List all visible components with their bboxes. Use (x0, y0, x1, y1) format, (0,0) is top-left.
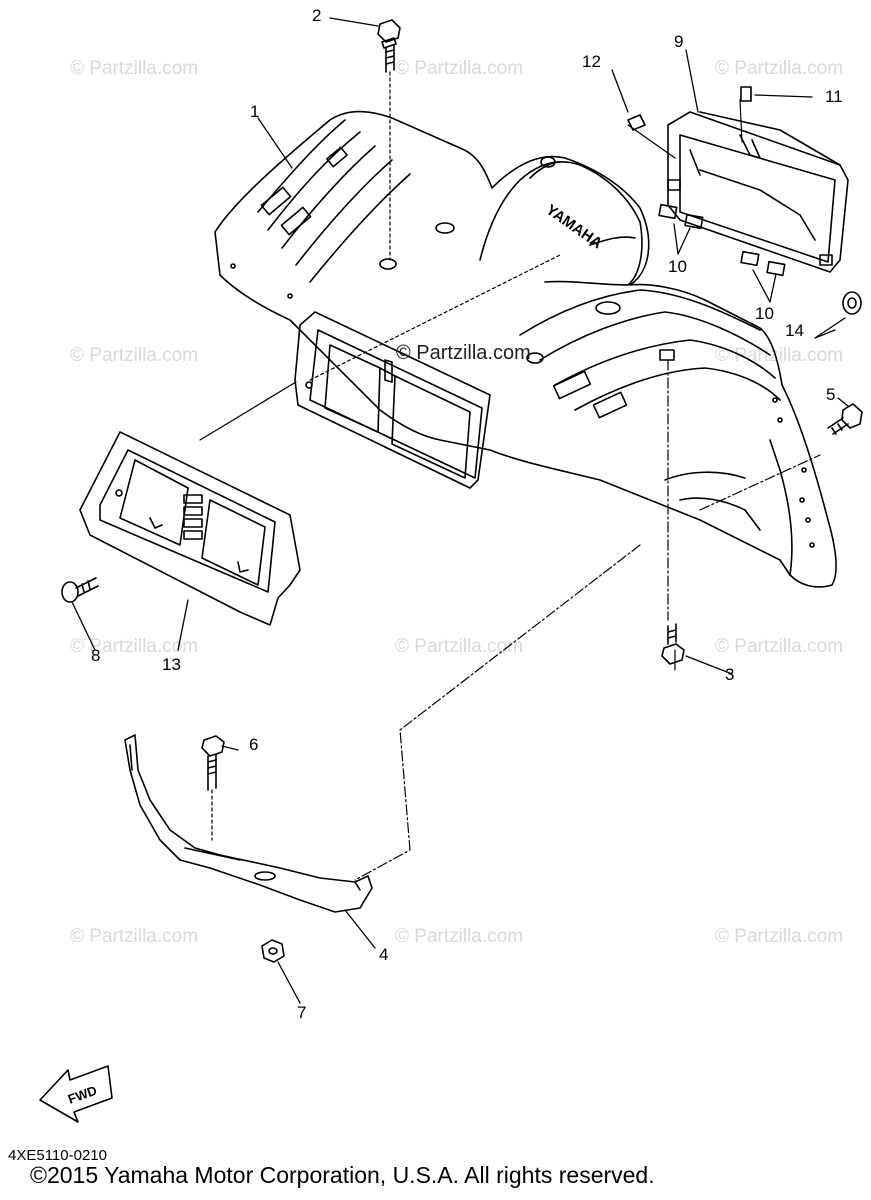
watermark: © Partzilla.com (715, 636, 844, 657)
grommets-10 (658, 203, 786, 277)
callout-11: 11 (825, 87, 843, 106)
callout-14: 14 (785, 321, 804, 340)
watermark: © Partzilla.com (70, 926, 199, 947)
yamaha-emblem: YAMAHA (543, 201, 606, 252)
grommet-14 (842, 291, 862, 315)
clip-11 (740, 86, 752, 102)
callout-10b: 10 (755, 304, 774, 323)
watermark: © Partzilla.com (70, 345, 199, 366)
bolt-2 (377, 19, 401, 73)
headlight-housing (294, 311, 491, 489)
copyright-notice: ©2015 Yamaha Motor Corporation, U.S.A. A… (30, 1162, 655, 1188)
bolt-3 (661, 623, 685, 665)
leader-lines (71, 17, 849, 1004)
fwd-label: FWD (66, 1083, 99, 1107)
front-fender (214, 110, 837, 588)
callout-7: 7 (297, 1003, 307, 1022)
bolt-5 (827, 403, 863, 435)
callout-5: 5 (826, 385, 836, 404)
callout-6: 6 (249, 735, 259, 754)
watermark: © Partzilla.com (715, 58, 844, 79)
watermark: © Partzilla.com (715, 345, 844, 366)
nut-12 (627, 114, 646, 131)
callout-2: 2 (312, 6, 322, 25)
callout-8: 8 (91, 646, 101, 665)
fwd-arrow-icon: FWD (39, 1065, 113, 1123)
watermark: © Partzilla.com (70, 58, 199, 79)
headlight-bezel (79, 431, 301, 626)
watermark: © Partzilla.com (395, 926, 524, 947)
light-case (667, 111, 849, 273)
screw-8 (61, 577, 99, 603)
diagram-code: 4XE5110-0210 (8, 1147, 107, 1164)
nut-7 (261, 939, 285, 963)
callout-1: 1 (250, 102, 260, 121)
callout-3: 3 (725, 665, 735, 684)
watermark: © Partzilla.com (395, 58, 524, 79)
callout-4: 4 (379, 945, 389, 964)
callout-10a: 10 (668, 257, 687, 276)
watermark-center: © Partzilla.com (396, 342, 531, 364)
callout-9: 9 (674, 32, 684, 51)
assembly-lines (199, 71, 821, 881)
watermark: © Partzilla.com (395, 636, 524, 657)
watermark: © Partzilla.com (70, 636, 199, 657)
bolt-6 (201, 735, 225, 791)
stay-4 (124, 734, 373, 913)
watermark: © Partzilla.com (715, 926, 844, 947)
callout-12: 12 (582, 52, 601, 71)
callout-13: 13 (162, 655, 181, 674)
